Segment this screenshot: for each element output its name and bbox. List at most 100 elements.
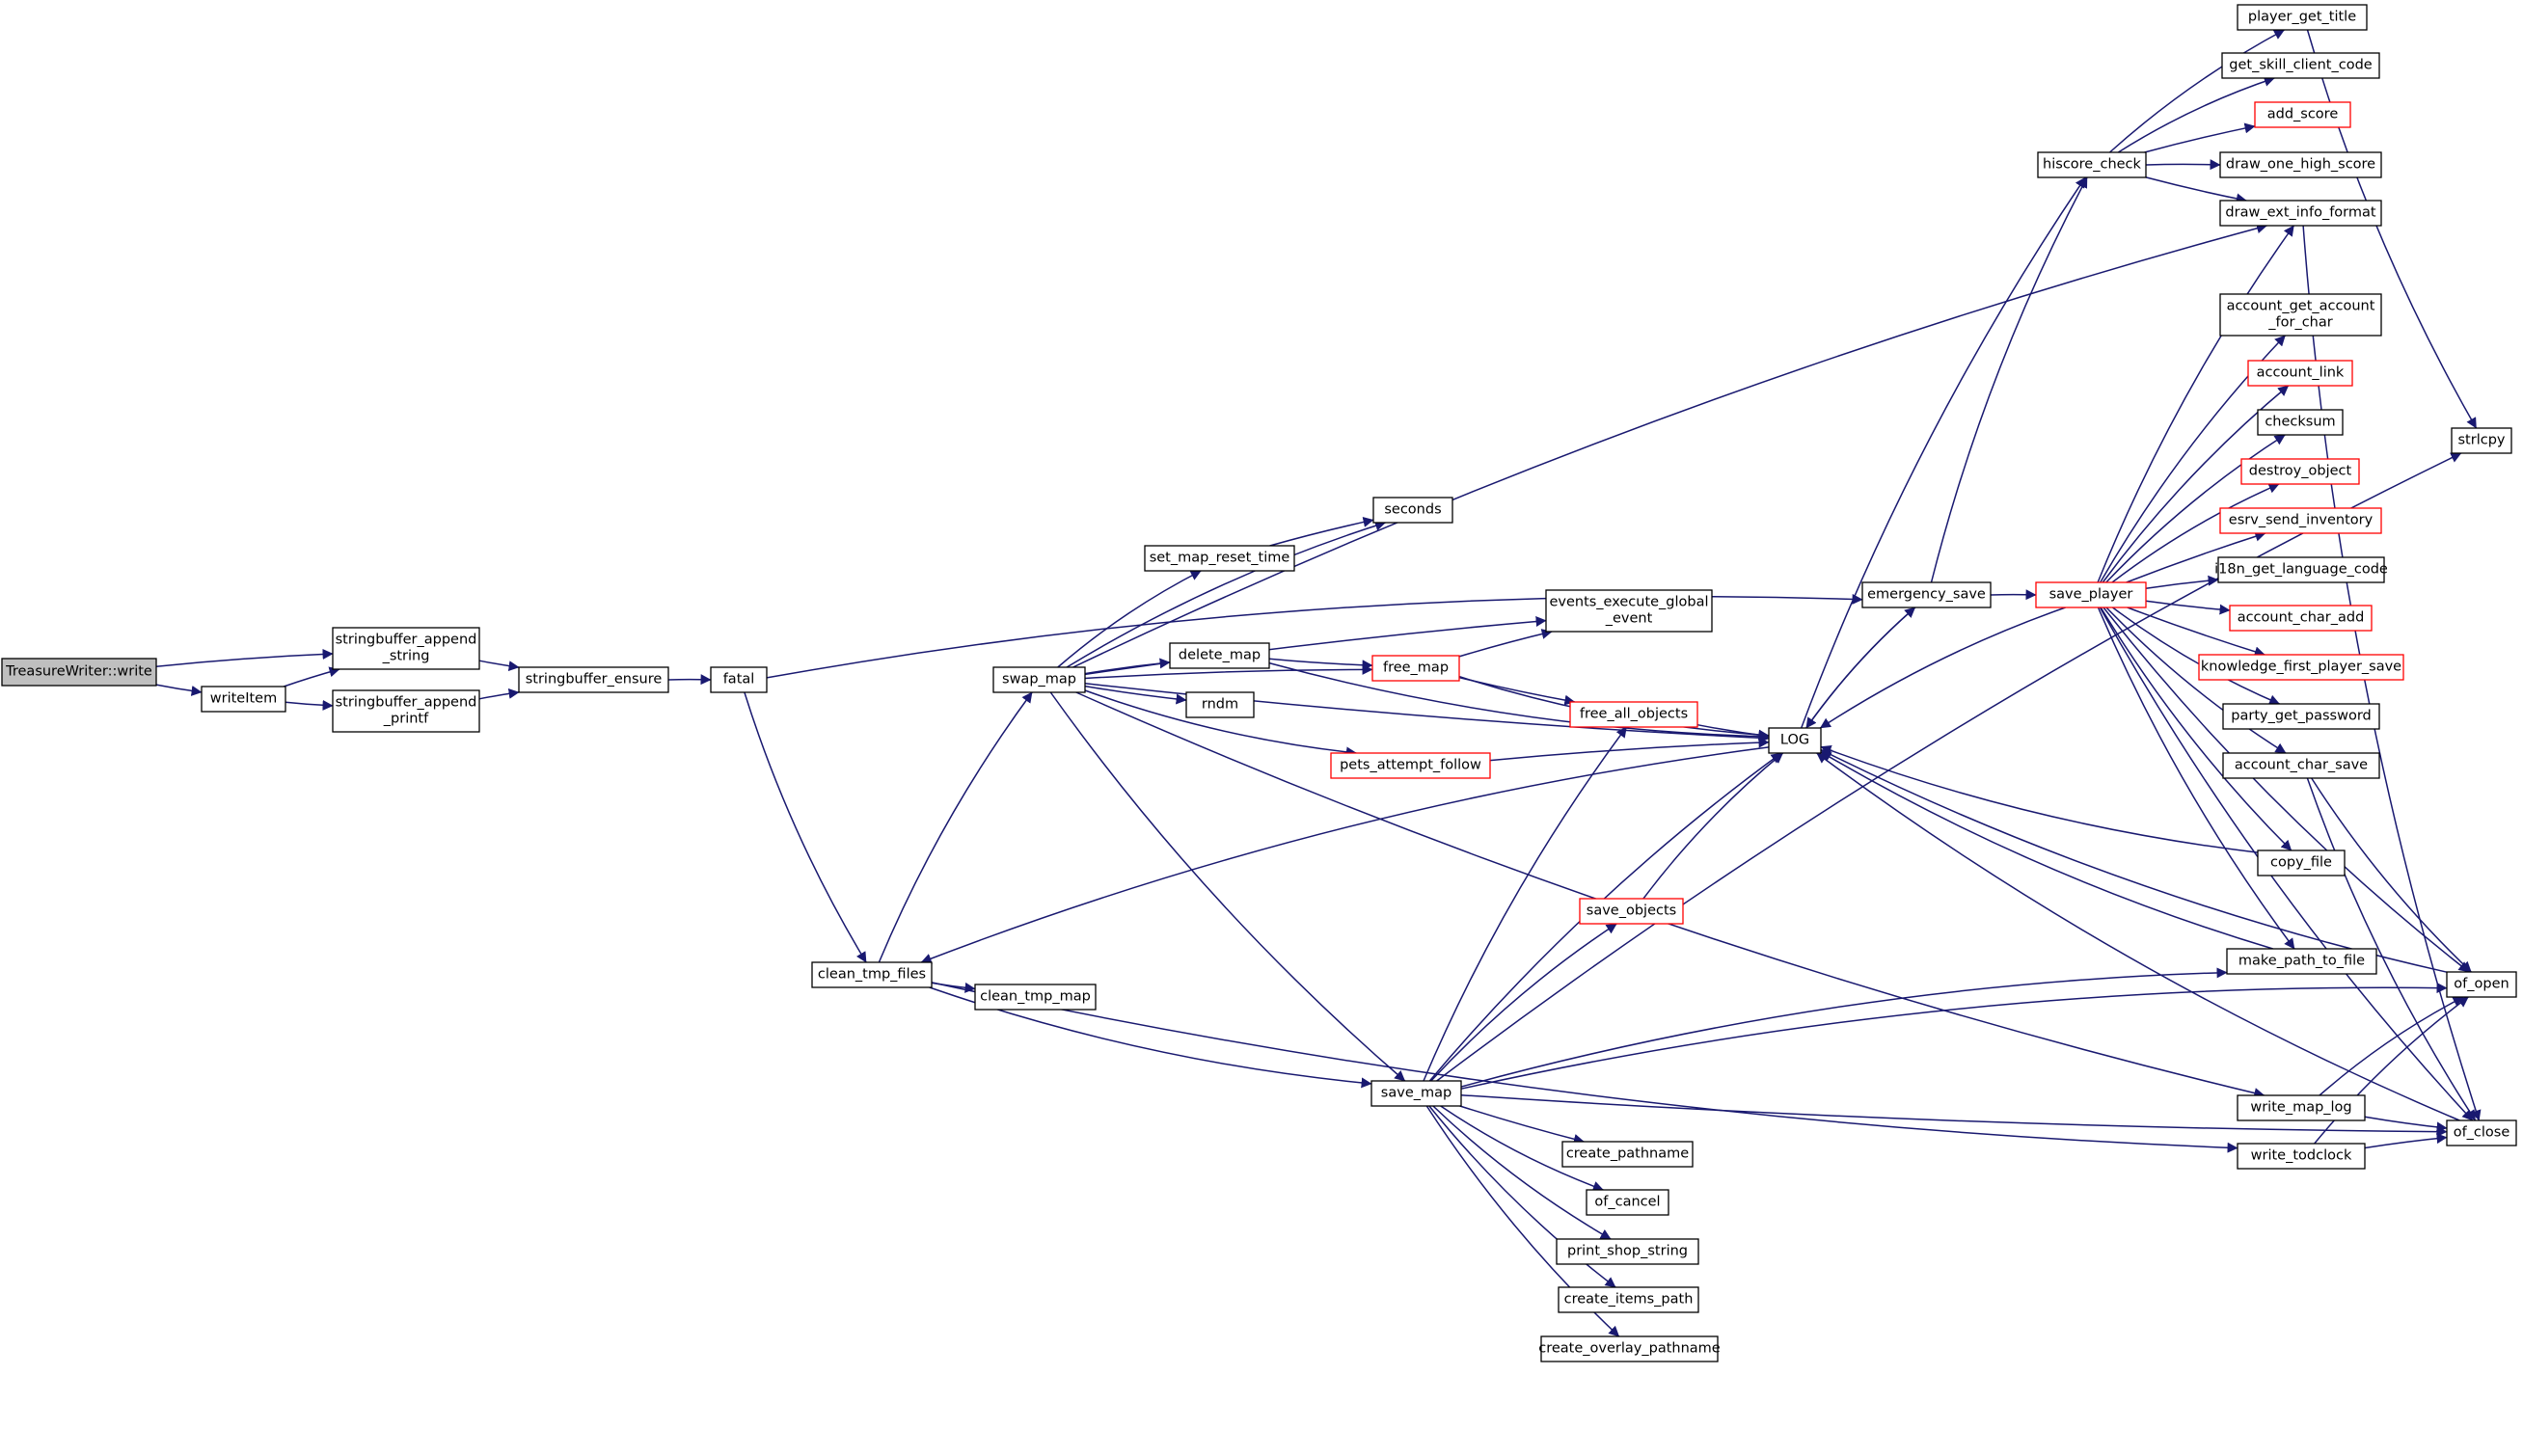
node-player_get_title[interactable]: player_get_title xyxy=(2237,4,2368,31)
node-of_close[interactable]: of_close xyxy=(2446,1119,2517,1146)
node-print_shop_string[interactable]: print_shop_string xyxy=(1556,1238,1699,1265)
node-create_overlay_pathname[interactable]: create_overlay_pathname xyxy=(1538,1335,1721,1362)
node-label: write_todclock xyxy=(2251,1148,2352,1164)
node-emergency_save[interactable]: emergency_save xyxy=(1861,581,1992,608)
node-seconds[interactable]: seconds xyxy=(1372,497,1453,524)
edge-of_open-to-log xyxy=(1820,748,2448,973)
node-of_cancel[interactable]: of_cancel xyxy=(1586,1189,1669,1216)
node-label: esrv_send_inventory xyxy=(2229,513,2374,528)
node-fatal[interactable]: fatal xyxy=(710,666,768,693)
node-write_map_log[interactable]: write_map_log xyxy=(2237,1094,2366,1121)
node-copy_file[interactable]: copy_file xyxy=(2257,849,2346,876)
node-add_score[interactable]: add_score xyxy=(2254,101,2351,128)
node-of_open[interactable]: of_open xyxy=(2446,971,2517,998)
node-account_char_save[interactable]: account_char_save xyxy=(2222,752,2380,779)
edge-swap_map-to-set_map_reset_time xyxy=(1057,570,1202,668)
node-checksum[interactable]: checksum xyxy=(2257,409,2344,436)
edge-log-to-hiscore_check xyxy=(1800,176,2086,729)
node-account_link[interactable]: account_link xyxy=(2247,360,2353,387)
edge-swap_map-to-save_map xyxy=(1049,691,1406,1082)
node-box xyxy=(2446,1119,2517,1146)
node-swap_map[interactable]: swap_map xyxy=(992,666,1086,693)
edge-save_player-to-make_path_to_file xyxy=(2097,607,2295,950)
edge-of_close-to-log xyxy=(1816,752,2460,1121)
node-knowledge_first_player_save[interactable]: knowledge_first_player_save xyxy=(2198,654,2404,681)
node-draw_ext_info_format[interactable]: draw_ext_info_format xyxy=(2219,200,2382,227)
node-save_player[interactable]: save_player xyxy=(2035,581,2147,608)
node-delete_map[interactable]: delete_map xyxy=(1169,642,1270,669)
node-label: copy_file xyxy=(2270,855,2332,871)
node-label: save_map xyxy=(1381,1086,1451,1101)
node-destroy_object[interactable]: destroy_object xyxy=(2240,458,2360,485)
node-label: account_char_save xyxy=(2235,758,2368,773)
edge-save_map-to-of_cancel xyxy=(1440,1105,1604,1192)
node-label: fatal xyxy=(723,672,755,688)
node-write_todclock[interactable]: write_todclock xyxy=(2237,1143,2366,1170)
node-label: emergency_save xyxy=(1867,587,1986,603)
node-label: set_map_reset_time xyxy=(1150,551,1290,566)
node-box xyxy=(2219,507,2382,534)
node-free_all_objects[interactable]: free_all_objects xyxy=(1569,701,1698,728)
node-box xyxy=(1330,752,1491,779)
edge-write_todclock-to-of_open xyxy=(2314,996,2469,1145)
node-strlcpy[interactable]: strlcpy xyxy=(2451,427,2512,454)
node-party_get_password[interactable]: party_get_password xyxy=(2222,703,2380,730)
node-box xyxy=(2257,849,2346,876)
edge-player_get_title-to-strlcpy xyxy=(2306,29,2478,429)
node-pets_attempt_follow[interactable]: pets_attempt_follow xyxy=(1330,752,1491,779)
node-make_path_to_file[interactable]: make_path_to_file xyxy=(2226,948,2377,975)
node-save_objects[interactable]: save_objects xyxy=(1579,898,1684,925)
node-esrv_send_inventory[interactable]: esrv_send_inventory xyxy=(2219,507,2382,534)
node-label: strlcpy xyxy=(2458,433,2506,448)
node-label: clean_tmp_files xyxy=(818,967,926,983)
node-box xyxy=(2247,360,2353,387)
node-treasurewriter_write[interactable]: TreasureWriter::write xyxy=(1,658,157,687)
node-box xyxy=(2217,556,2385,583)
node-create_items_path[interactable]: create_items_path xyxy=(1558,1286,1699,1313)
node-clean_tmp_files[interactable]: clean_tmp_files xyxy=(811,961,933,988)
node-log[interactable]: LOG xyxy=(1768,727,1822,754)
node-stringbuffer_ensure[interactable]: stringbuffer_ensure xyxy=(518,666,669,693)
node-set_map_reset_time[interactable]: set_map_reset_time xyxy=(1144,545,1295,572)
node-stringbuffer_append_printf[interactable]: stringbuffer_append_printf xyxy=(332,689,480,733)
edge-clean_tmp_files-to-swap_map xyxy=(878,691,1033,963)
node-box xyxy=(2219,293,2382,337)
edge-swap_map-to-seconds xyxy=(1066,520,1386,668)
node-draw_one_high_score[interactable]: draw_one_high_score xyxy=(2219,151,2382,178)
node-stringbuffer_append_string[interactable]: stringbuffer_append_string xyxy=(332,627,480,670)
node-label: of_cancel xyxy=(1594,1195,1660,1210)
node-label: stringbuffer_ensure xyxy=(526,672,663,688)
node-label: stringbuffer_append xyxy=(336,633,477,648)
node-box xyxy=(2037,151,2147,178)
node-label: knowledge_first_player_save xyxy=(2201,660,2401,675)
edge-hiscore_check-to-player_get_title xyxy=(2108,29,2285,153)
node-label: swap_map xyxy=(1002,672,1076,688)
node-label: writeItem xyxy=(210,691,277,707)
node-box xyxy=(1540,1335,1719,1362)
node-box xyxy=(2226,948,2377,975)
node-account_get_account_for_char[interactable]: account_get_account_for_char xyxy=(2219,293,2382,337)
node-free_map[interactable]: free_map xyxy=(1371,655,1460,682)
edge-swap_map-to-delete_map xyxy=(1084,658,1171,675)
node-hiscore_check[interactable]: hiscore_check xyxy=(2037,151,2147,178)
node-rndm[interactable]: rndm xyxy=(1185,691,1255,718)
node-save_map[interactable]: save_map xyxy=(1370,1080,1462,1107)
edge-save_player-to-account_char_add xyxy=(2145,600,2231,615)
node-box xyxy=(1861,581,1992,608)
node-writeitem[interactable]: writeItem xyxy=(201,686,286,713)
node-label: account_link xyxy=(2257,365,2345,381)
node-box xyxy=(2229,605,2373,632)
node-account_char_add[interactable]: account_char_add xyxy=(2229,605,2373,632)
node-clean_tmp_map[interactable]: clean_tmp_map xyxy=(974,984,1097,1011)
node-events_execute_global_event[interactable]: events_execute_global_event xyxy=(1545,589,1713,633)
edge-pets_attempt_follow-to-log xyxy=(1489,737,1770,762)
node-get_skill_client_code[interactable]: get_skill_client_code xyxy=(2221,52,2380,79)
node-box xyxy=(2219,151,2382,178)
node-create_pathname[interactable]: create_pathname xyxy=(1561,1141,1694,1168)
edge-hiscore_check-to-add_score xyxy=(2144,122,2256,153)
node-label: free_map xyxy=(1383,661,1449,676)
node-box xyxy=(1558,1286,1699,1313)
node-box xyxy=(1545,589,1713,633)
node-i18n_get_language_code[interactable]: i18n_get_language_code xyxy=(2214,556,2388,583)
node-label: clean_tmp_map xyxy=(980,989,1091,1005)
